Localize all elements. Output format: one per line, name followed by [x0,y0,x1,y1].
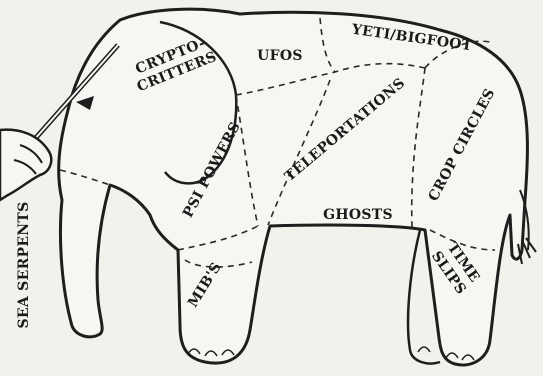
region-label-seaserpents: SEA SERPENTS [16,201,32,328]
region-label-ufos: UFOS [257,48,303,64]
region-label-ghosts: GHOSTS [323,207,393,223]
